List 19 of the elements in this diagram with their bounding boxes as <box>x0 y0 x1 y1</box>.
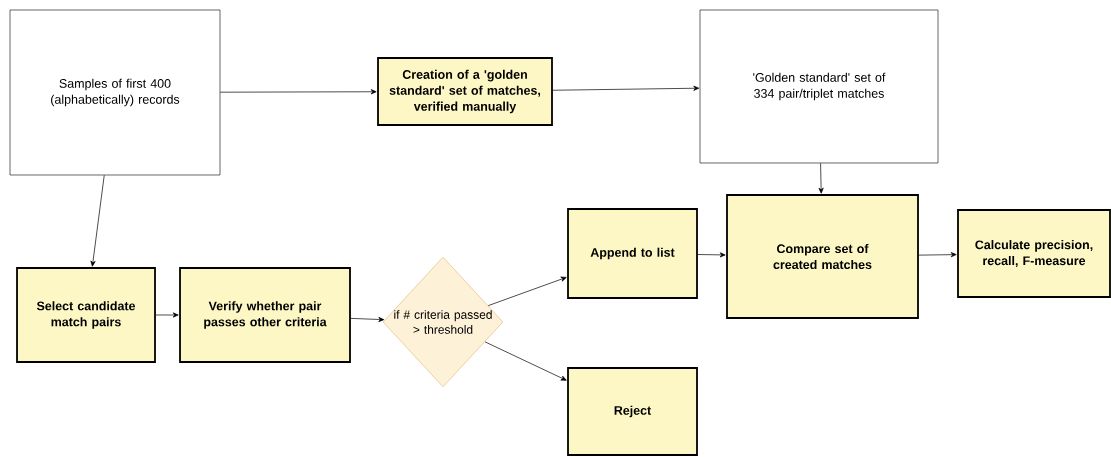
arrow <box>697 252 726 258</box>
process-box: Calculate precision, recall, F-measure <box>957 209 1111 298</box>
arrow <box>219 89 377 95</box>
data-box: 'Golden standard' set of 334 pair/triplet matches <box>699 9 939 164</box>
arrow <box>552 85 700 91</box>
arrow <box>90 174 105 267</box>
arrow <box>818 162 824 194</box>
process-box: Append to list <box>567 208 698 299</box>
process-box: Select candidate match pairs <box>16 267 156 363</box>
data-box: Samples of first 400 (alphabetically) records <box>9 9 221 176</box>
process-box: Compare set of created matches <box>726 194 919 319</box>
arrow <box>155 312 179 318</box>
arrow <box>484 341 567 381</box>
process-box: Verify whether pair passes other criteria <box>179 267 351 363</box>
arrow <box>918 252 957 258</box>
process-box: Reject <box>567 367 698 456</box>
arrow <box>350 316 385 322</box>
arrow <box>487 276 567 306</box>
process-box: Creation of a 'golden standard' set of matches, verified manually <box>377 57 553 126</box>
